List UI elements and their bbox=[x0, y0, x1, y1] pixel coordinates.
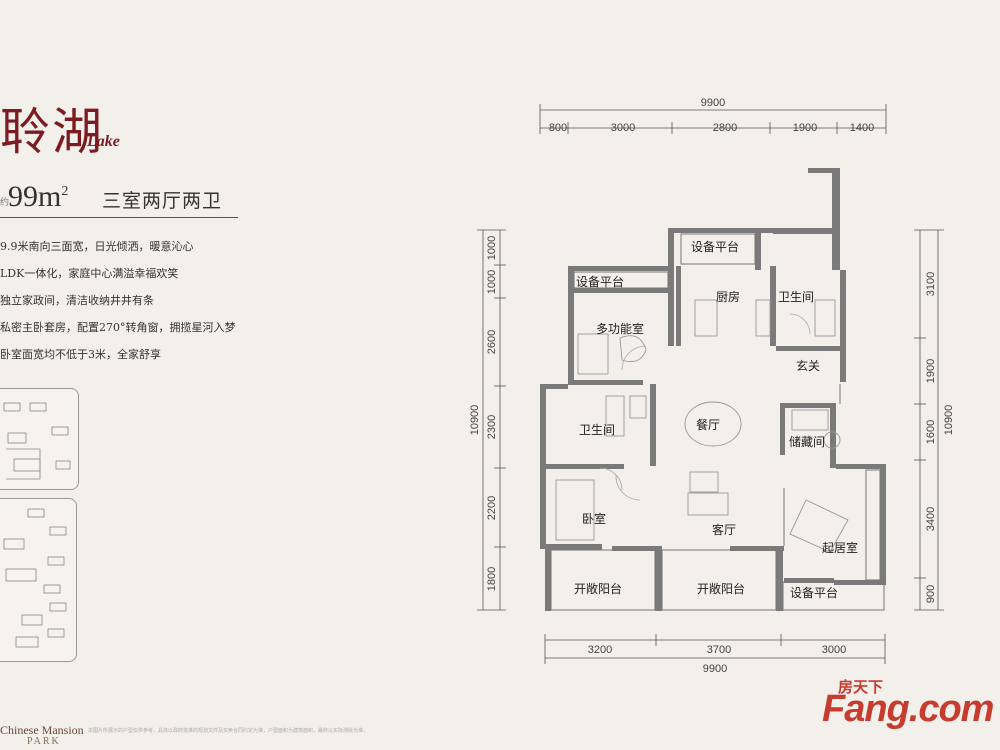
brand-sub: PARK bbox=[27, 736, 61, 747]
dim-left-segment: 1000 bbox=[486, 236, 498, 260]
dim-top-segment: 1900 bbox=[793, 122, 817, 134]
room-bedroom: 卧室 bbox=[582, 511, 606, 526]
site-key-map-lower bbox=[0, 498, 77, 662]
brand-name: Chinese Mansion bbox=[0, 723, 84, 737]
outlines bbox=[550, 233, 885, 611]
door-swings bbox=[599, 313, 811, 501]
room-bathroom-upper: 卫生间 bbox=[778, 290, 814, 304]
dim-right-segment: 900 bbox=[925, 585, 937, 603]
area-value: 99m2 bbox=[8, 180, 68, 214]
dimension-lines bbox=[477, 104, 944, 664]
dim-bottom-segment: 3200 bbox=[588, 644, 612, 656]
dim-top-segment: 2800 bbox=[713, 122, 737, 134]
project-title: 聆湖 bbox=[0, 103, 104, 161]
feature-item: 卧室面宽均不低于3米，全家舒享 bbox=[0, 348, 161, 361]
dim-top-segment: 3000 bbox=[611, 122, 635, 134]
dim-left-segment: 1000 bbox=[486, 270, 498, 294]
dim-left-segment: 2200 bbox=[486, 496, 498, 520]
dim-right-segment: 1900 bbox=[925, 359, 937, 383]
room-master-living: 起居室 bbox=[822, 540, 858, 555]
room-dining: 餐厅 bbox=[696, 417, 720, 432]
dim-top-segment: 800 bbox=[549, 122, 567, 134]
title-divider bbox=[0, 217, 238, 218]
room-equipment-platform-bottom: 设备平台 bbox=[790, 585, 838, 600]
disclaimer-text: 本图片所展示的户型仅供参考，具体以政府批准的规划文件及买卖合同约定为准，户型面积… bbox=[88, 728, 369, 734]
room-living: 客厅 bbox=[712, 522, 736, 537]
furniture bbox=[555, 299, 849, 553]
room-entrance: 玄关 bbox=[796, 358, 820, 373]
dim-bottom-total: 9900 bbox=[703, 663, 727, 675]
watermark-logo: Fang.com bbox=[822, 688, 994, 730]
feature-item: LDK一体化，家庭中心满溢幸福欢笑 bbox=[0, 267, 179, 280]
room-kitchen: 厨房 bbox=[716, 289, 740, 304]
project-title-en: Lake bbox=[87, 133, 120, 150]
room-balcony-left: 开敞阳台 bbox=[574, 581, 622, 596]
dim-top-segment: 1400 bbox=[850, 122, 874, 134]
dim-left-segment: 1800 bbox=[486, 567, 498, 591]
area-number: 99m bbox=[8, 180, 62, 213]
room-multi-function: 多功能室 bbox=[596, 321, 644, 336]
feature-item: 独立家政间，清洁收纳井井有条 bbox=[0, 294, 154, 307]
room-equipment-platform-top: 设备平台 bbox=[691, 239, 739, 254]
room-equipment-platform-left: 设备平台 bbox=[576, 274, 624, 289]
dim-right-segment: 3100 bbox=[925, 272, 937, 296]
dim-left-segment: 2600 bbox=[486, 330, 498, 354]
site-key-map-upper bbox=[0, 388, 79, 490]
layout-type: 三室两厅两卫 bbox=[102, 190, 223, 212]
dim-right-total: 10900 bbox=[943, 405, 955, 436]
dim-right-segment: 1600 bbox=[925, 420, 937, 444]
feature-item: 9.9米南向三面宽，日光倾洒，暖意沁心 bbox=[0, 240, 194, 253]
dim-bottom-segment: 3000 bbox=[822, 644, 846, 656]
walls bbox=[540, 168, 886, 611]
watermark-cn: 房天下 bbox=[838, 678, 884, 696]
dim-top-total: 9900 bbox=[701, 97, 725, 109]
dim-left-labels: 1000 1000 2600 2300 2200 1800 10900 bbox=[469, 236, 498, 591]
area-prefix: 约 bbox=[0, 198, 10, 208]
dim-left-segment: 2300 bbox=[486, 415, 498, 439]
room-bathroom-lower: 卫生间 bbox=[579, 423, 615, 437]
room-storage: 储藏间 bbox=[789, 434, 825, 449]
area-superscript: 2 bbox=[61, 184, 69, 199]
dim-right-segment: 3400 bbox=[925, 507, 937, 531]
dim-bottom-segment: 3700 bbox=[707, 644, 731, 656]
dim-left-total: 10900 bbox=[469, 405, 481, 436]
dim-right-labels: 3100 1900 1600 3400 900 10900 bbox=[925, 272, 955, 603]
room-balcony-right: 开敞阳台 bbox=[697, 581, 745, 596]
site-map-upper-drawing bbox=[3, 402, 71, 480]
feature-item: 私密主卧套房，配置270°转角窗，拥揽星河入梦 bbox=[0, 321, 236, 334]
site-map-lower-drawing bbox=[3, 508, 67, 648]
